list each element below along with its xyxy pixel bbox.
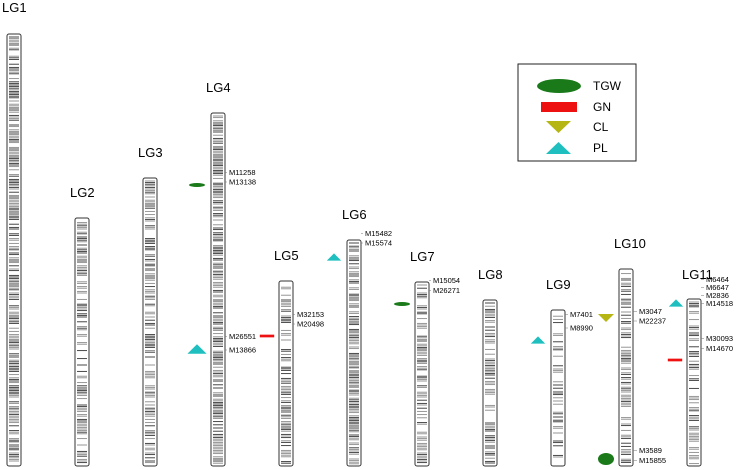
pl-triangle-up-icon bbox=[546, 142, 571, 154]
linkage-group-title: LG9 bbox=[546, 277, 571, 292]
marker-label: M15482 bbox=[365, 229, 392, 238]
gn-bar-icon bbox=[541, 102, 577, 112]
marker-label: M11258 bbox=[229, 168, 256, 177]
cl-triangle-down-icon bbox=[598, 314, 614, 322]
marker-label: M2836 bbox=[706, 291, 729, 300]
marker-label: M8990 bbox=[570, 324, 593, 333]
legend-box bbox=[517, 63, 637, 162]
marker-label: M15855 bbox=[639, 456, 666, 465]
linkage-group-lg6: LG6 bbox=[342, 207, 367, 467]
marker-bands bbox=[145, 180, 155, 464]
linkage-group-lg9: LG9 bbox=[546, 277, 571, 467]
pl-triangle-up-icon bbox=[668, 299, 684, 307]
linkage-group-lg11: LG11 bbox=[682, 267, 713, 467]
linkage-group-title: LG3 bbox=[138, 145, 163, 160]
marker-label: M15574 bbox=[365, 239, 392, 248]
marker-bands bbox=[485, 302, 495, 464]
marker-bands bbox=[689, 301, 699, 465]
legend-label: GN bbox=[593, 100, 611, 114]
linkage-group-title: LG7 bbox=[410, 249, 435, 264]
tgw-ellipse-icon bbox=[537, 79, 581, 93]
legend-item-pl: PL bbox=[546, 141, 608, 155]
pl-triangle-up-icon bbox=[187, 344, 207, 354]
marker-label: M3589 bbox=[639, 446, 662, 455]
legend-label: CL bbox=[593, 120, 609, 134]
marker-bands bbox=[281, 286, 291, 464]
marker-bands bbox=[621, 273, 631, 463]
linkage-group-title: LG1 bbox=[2, 0, 27, 15]
linkage-group-lg3: LG3 bbox=[138, 145, 163, 467]
linkage-group-lg10: LG10 bbox=[614, 236, 646, 467]
marker-label: M14518 bbox=[706, 299, 733, 308]
legend: TGW GN CL PL bbox=[517, 63, 637, 162]
linkage-group-title: LG2 bbox=[70, 185, 95, 200]
marker-bands bbox=[417, 284, 427, 464]
linkage-group-title: LG6 bbox=[342, 207, 367, 222]
marker-label: M6464 bbox=[706, 275, 729, 284]
marker-bands bbox=[349, 242, 359, 465]
tgw-ellipse-icon bbox=[598, 453, 614, 465]
linkage-group-lg5: LG5 bbox=[274, 248, 299, 467]
linkage-group-title: LG8 bbox=[478, 267, 503, 282]
legend-item-cl: CL bbox=[546, 120, 609, 134]
linkage-group-lg4: LG4 bbox=[206, 80, 231, 467]
marker-label: M30093 bbox=[706, 334, 733, 343]
tgw-ellipse-icon bbox=[394, 302, 410, 306]
linkage-group-lg7: LG7 bbox=[410, 249, 435, 467]
linkage-group-title: LG5 bbox=[274, 248, 299, 263]
marker-label: M20498 bbox=[297, 320, 324, 329]
pl-triangle-up-icon bbox=[530, 336, 546, 344]
linkage-group-lg2: LG2 bbox=[70, 185, 95, 467]
marker-bands bbox=[213, 115, 223, 464]
linkage-group-title: LG4 bbox=[206, 80, 231, 95]
legend-label: TGW bbox=[593, 79, 622, 93]
tgw-ellipse-icon bbox=[189, 183, 205, 187]
marker-label: M26271 bbox=[433, 286, 460, 295]
gn-rect-icon bbox=[259, 334, 275, 338]
marker-bands bbox=[553, 315, 563, 458]
marker-label: M7401 bbox=[570, 310, 593, 319]
marker-label: M13866 bbox=[229, 346, 256, 355]
chromosome-bar bbox=[74, 217, 90, 467]
gn-rect-icon bbox=[667, 358, 683, 362]
marker-label: M6647 bbox=[706, 283, 729, 292]
linkage-group-title: LG10 bbox=[614, 236, 646, 251]
qtl-annotations: M11258M13138M26551M13866M32153M20498M154… bbox=[187, 168, 733, 465]
linkage-group-lg8: LG8 bbox=[478, 267, 503, 467]
marker-label: M32153 bbox=[297, 310, 324, 319]
legend-item-gn: GN bbox=[541, 100, 611, 114]
linkage-group-lg1: LG1 bbox=[2, 0, 27, 467]
pl-triangle-up-icon bbox=[326, 253, 342, 261]
marker-label: M13138 bbox=[229, 178, 256, 187]
marker-label: M26551 bbox=[229, 332, 256, 341]
linkage-group-title: LG11 bbox=[682, 267, 713, 282]
marker-label: M14670 bbox=[706, 344, 733, 353]
legend-item-tgw: TGW bbox=[537, 79, 622, 93]
marker-label: M3047 bbox=[639, 307, 662, 316]
legend-label: PL bbox=[593, 141, 608, 155]
marker-bands bbox=[9, 36, 19, 462]
cl-triangle-down-icon bbox=[546, 121, 571, 133]
marker-label: M15054 bbox=[433, 276, 460, 285]
marker-label: M22237 bbox=[639, 317, 666, 326]
marker-bands bbox=[77, 222, 87, 464]
